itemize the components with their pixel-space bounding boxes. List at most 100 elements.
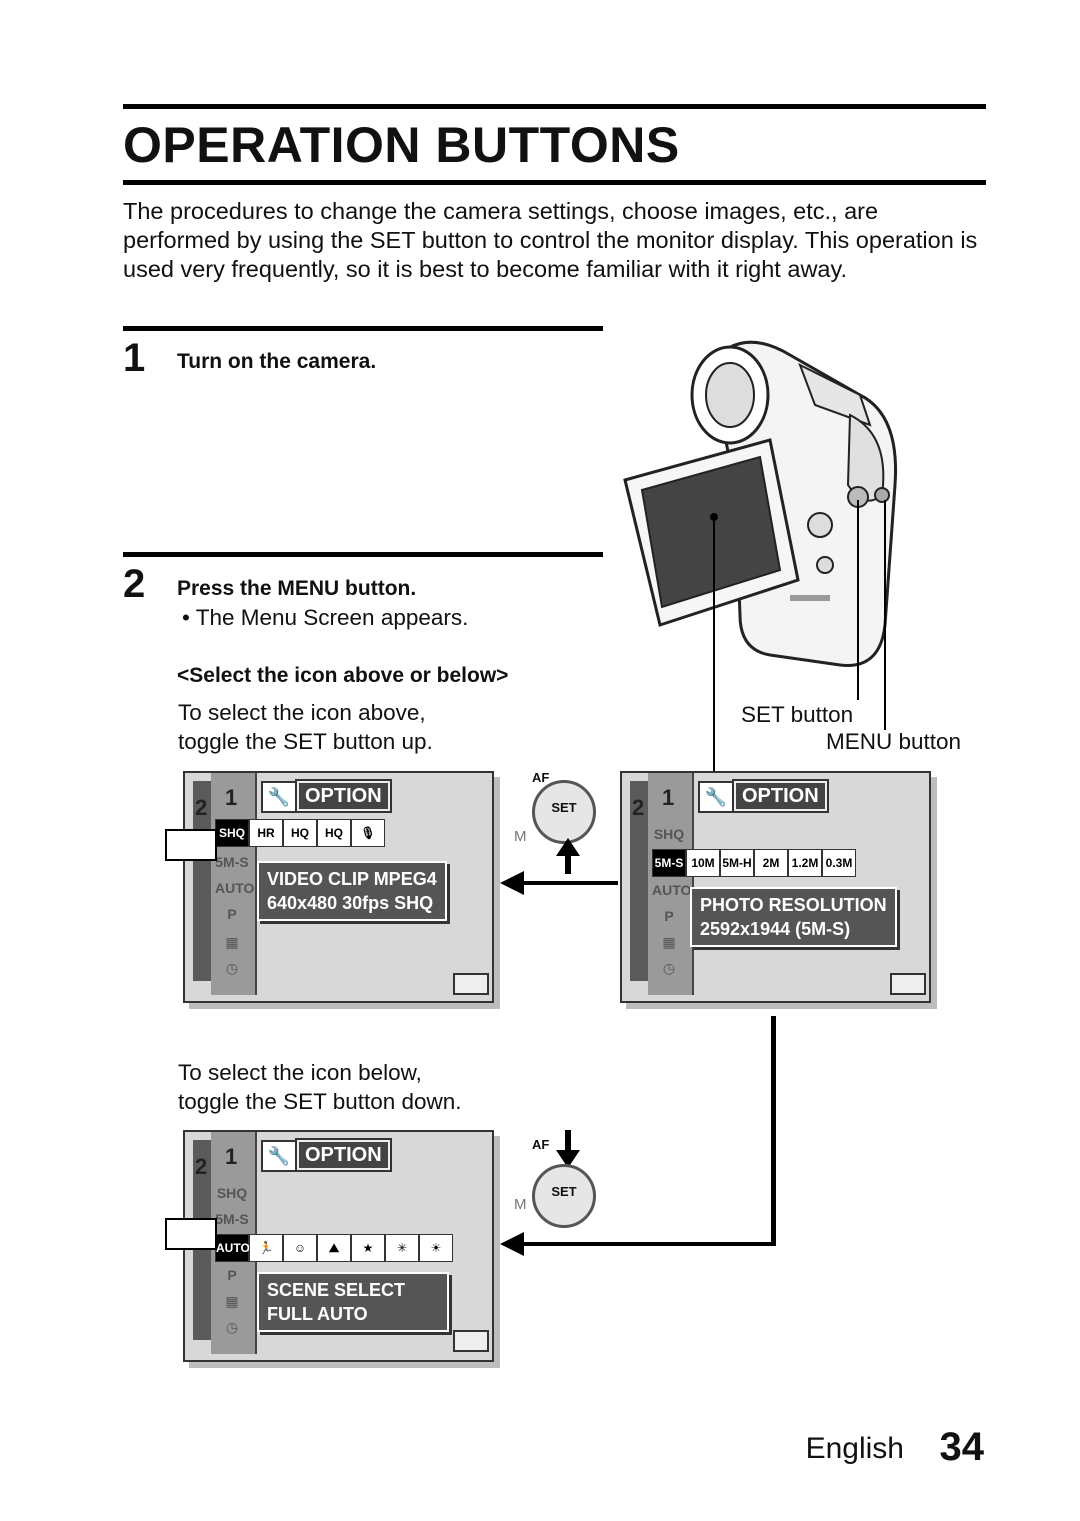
- flow-line-vertical: [771, 1016, 776, 1246]
- menu-callout-line: [884, 500, 886, 730]
- info-line1: VIDEO CLIP MPEG4: [267, 869, 437, 889]
- res-5m-s-icon: 5M-S: [652, 849, 686, 877]
- tab-2: 2: [195, 795, 208, 820]
- battery-icon: [453, 973, 489, 995]
- info-line1: SCENE SELECT: [267, 1280, 406, 1300]
- res-10m-icon: 10M: [686, 849, 720, 877]
- tab-2: 2: [195, 1154, 208, 1179]
- screen-icon-column: [211, 773, 257, 995]
- info-line2: 2592x1944 (5M-S): [700, 919, 851, 939]
- selection-bracket: [165, 829, 217, 861]
- page-title: OPERATION BUTTONS: [123, 117, 680, 173]
- res-1-2m-icon: 1.2M: [788, 849, 822, 877]
- monitor-pointer-dot: [710, 513, 718, 521]
- res-2m-icon: 2M: [754, 849, 788, 877]
- set-label: SET: [551, 1184, 577, 1199]
- camera-illustration: [623, 340, 898, 667]
- title-bottom-rule: [123, 180, 986, 185]
- step1-rule: [123, 326, 603, 331]
- option-tab: OPTION: [295, 779, 392, 813]
- wrench-icon: 🔧: [261, 1140, 297, 1172]
- tab-1: 1: [662, 785, 675, 810]
- step2-text: Press the MENU button.: [177, 577, 417, 600]
- m-label: M: [514, 1196, 527, 1213]
- set-label: SET: [551, 800, 577, 815]
- step2-number: 2: [123, 562, 146, 606]
- down-arrow-icon: [556, 1150, 580, 1168]
- video-hq-icon: HQ: [283, 819, 317, 847]
- night-portrait-icon: ★: [351, 1234, 385, 1262]
- side-p: P: [664, 908, 674, 924]
- side-timer-icon: ◷: [662, 960, 676, 976]
- side-grid-icon: ▦: [225, 1293, 239, 1309]
- microphone-icon: 🎙: [351, 819, 385, 847]
- info-line2: 640x480 30fps SHQ: [267, 893, 434, 913]
- screen-icon-column: [648, 773, 694, 995]
- res-0-3m-icon: 0.3M: [822, 849, 856, 877]
- info-box: PHOTO RESOLUTION 2592x1944 (5M-S): [690, 887, 897, 947]
- up-instruction-line1: To select the icon above,: [178, 700, 426, 725]
- info-box: VIDEO CLIP MPEG4 640x480 30fps SHQ: [257, 861, 447, 921]
- fireworks-icon: ✳: [385, 1234, 419, 1262]
- menu-button-callout: MENU button: [826, 729, 962, 754]
- info-line1: PHOTO RESOLUTION: [700, 895, 887, 915]
- intro-paragraph: The procedures to change the camera sett…: [123, 198, 978, 282]
- sport-icon: 🏃: [249, 1234, 283, 1262]
- side-5m-s: 5M-S: [215, 854, 249, 870]
- video-hq2-icon: HQ: [317, 819, 351, 847]
- option-tab: OPTION: [295, 1138, 392, 1172]
- side-grid-icon: ▦: [662, 934, 676, 950]
- info-line2: FULL AUTO: [267, 1304, 368, 1324]
- set-dial-up[interactable]: SET: [532, 780, 596, 844]
- af-label: AF: [532, 1137, 550, 1152]
- side-timer-icon: ◷: [225, 1319, 239, 1335]
- flow-line-horizontal: [522, 1242, 776, 1246]
- battery-icon: [453, 1330, 489, 1352]
- monitor-callout-line: [713, 520, 715, 772]
- res-5m-h-icon: 5M-H: [720, 849, 754, 877]
- menu-screen-scene: 2 1 🔧 OPTION SHQ 5M-S AUTO 🏃 ☺ ⛰ ★ ✳ ☀ P…: [183, 1130, 494, 1362]
- lamp-icon: ☀: [419, 1234, 453, 1262]
- left-arrow-icon: [500, 1232, 524, 1256]
- side-grid-icon: ▦: [225, 934, 239, 950]
- up-instruction-line2: toggle the SET button up.: [178, 729, 433, 754]
- step1-number: 1: [123, 336, 146, 380]
- subheading: <Select the icon above or below>: [177, 664, 509, 687]
- option-tab: OPTION: [732, 779, 829, 813]
- wrench-icon: 🔧: [261, 781, 297, 813]
- side-p: P: [227, 1267, 237, 1283]
- set-callout-line: [857, 500, 859, 700]
- side-shq: SHQ: [216, 1185, 248, 1201]
- down-instruction-line1: To select the icon below,: [178, 1060, 422, 1085]
- footer-language: English: [805, 1432, 904, 1465]
- up-arrow-shaft: [565, 854, 571, 874]
- tab-1: 1: [225, 1144, 238, 1169]
- page-number: 34: [939, 1425, 985, 1469]
- menu-screen-photo: 2 1 🔧 OPTION SHQ 5M-S 10M 5M-H 2M 1.2M 0…: [620, 771, 931, 1003]
- down-instruction-line2: toggle the SET button down.: [178, 1089, 462, 1114]
- side-p: P: [227, 906, 237, 922]
- up-arrow-icon: [556, 838, 580, 856]
- screen-side-strip: [630, 781, 650, 981]
- wrench-icon: 🔧: [698, 781, 734, 813]
- m-label: M: [514, 828, 527, 845]
- title-top-rule: [123, 104, 986, 109]
- tab-2: 2: [632, 795, 645, 820]
- step2-rule: [123, 552, 603, 557]
- side-auto: AUTO: [652, 882, 692, 898]
- side-shq: SHQ: [653, 826, 685, 842]
- set-dial-down[interactable]: SET: [532, 1164, 596, 1228]
- step2-bullet: • The Menu Screen appears.: [182, 605, 469, 630]
- set-button-callout: SET button: [741, 702, 854, 727]
- tab-1: 1: [225, 785, 238, 810]
- side-auto: AUTO: [215, 880, 255, 896]
- video-shq-icon: SHQ: [215, 819, 249, 847]
- side-5m-s: 5M-S: [215, 1211, 249, 1227]
- battery-icon: [890, 973, 926, 995]
- step1-text: Turn on the camera.: [177, 350, 377, 373]
- scene-auto-icon: AUTO: [215, 1234, 250, 1262]
- menu-screen-video: 2 1 🔧 OPTION SHQ HR HQ HQ 🎙 5M-S AUTO P …: [183, 771, 494, 1003]
- side-timer-icon: ◷: [225, 960, 239, 976]
- video-hr-icon: HR: [249, 819, 283, 847]
- flow-arrow-shaft: [522, 881, 618, 885]
